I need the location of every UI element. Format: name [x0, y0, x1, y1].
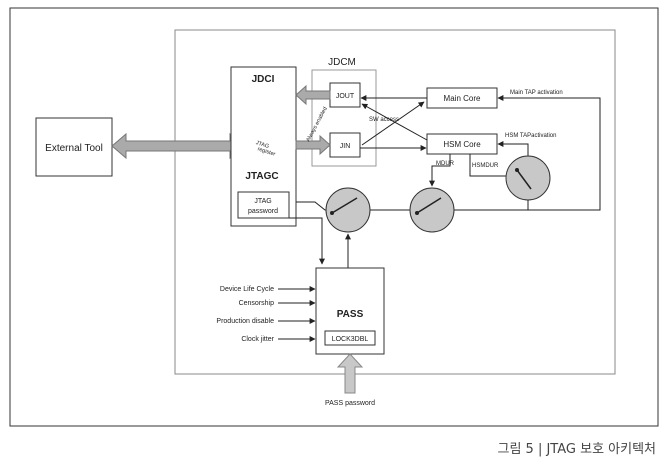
pass-password-arrow	[336, 353, 364, 394]
external-tool-label: External Tool	[45, 143, 103, 154]
main-core-label: Main Core	[444, 94, 481, 103]
jin-to-main-core	[361, 101, 425, 146]
jdci-to-jin-arrow	[295, 134, 331, 156]
hsm-tap-activation-label: HSM TAPactivation	[505, 133, 556, 139]
sw-access-label: SW access	[369, 117, 399, 123]
lock3dbl-label: LOCK3DBL	[332, 336, 369, 343]
main-core-block: Main Core	[426, 87, 498, 109]
switch-3	[505, 155, 551, 201]
external-tool-block: External Tool	[35, 117, 113, 177]
jtag-password-to-pass	[289, 217, 325, 265]
hsm-core-block: HSM Core	[426, 133, 498, 155]
jtag-register-line2: register	[257, 146, 276, 157]
jout-label: JOUT	[336, 93, 355, 100]
switch-2	[409, 187, 455, 233]
mdur-line	[429, 154, 451, 187]
jout-box	[329, 82, 361, 108]
pass-label: PASS	[337, 309, 364, 320]
jtag-register-line1: JTAG	[255, 140, 270, 150]
chip-boundary	[174, 29, 616, 375]
jtag-password-line1: JTAG	[254, 198, 271, 205]
pass-password-label: PASS password	[325, 400, 375, 407]
hsm-core-label: HSM Core	[443, 140, 481, 149]
pass-block: PASS LOCK3DBL	[315, 267, 385, 355]
clock-jitter-label: Clock jitter	[241, 336, 274, 343]
jtag-password-line2: password	[248, 208, 278, 215]
mdur-label: MDUR	[436, 161, 455, 167]
main-tap-activation-line	[497, 95, 601, 208]
production-disable-label: Production disable	[216, 318, 274, 325]
device-life-cycle-label: Device Life Cycle	[220, 286, 274, 293]
jdcm-label: JDCM	[328, 57, 356, 68]
jdci-label: JDCI	[252, 74, 275, 85]
figure-caption: 그림 5 | JTAG 보호 아키텍처	[497, 442, 657, 457]
jdcm-block: JDCM JOUT JIN	[311, 57, 377, 167]
hsmdur-label: HSMDUR	[472, 163, 499, 169]
censorship-label: Censorship	[239, 300, 275, 307]
jtagc-label: JTAGC	[245, 171, 278, 182]
external-link-arrow	[111, 132, 245, 160]
jtag-password-box	[237, 191, 290, 219]
pass-inputs: Device Life Cycle Censorship Production …	[216, 286, 316, 343]
hsmdur-line	[469, 154, 513, 179]
hsm-core-to-jout	[361, 103, 428, 141]
jtag-chain-line	[296, 201, 601, 211]
switch-1	[325, 187, 371, 233]
jin-label: JIN	[340, 143, 351, 150]
lock3dbl-box	[324, 330, 376, 346]
outer-frame	[9, 7, 659, 427]
jdci-jtagc-block: JDCI JTAGC JTAG password	[230, 66, 297, 227]
jout-to-jdci-arrow	[295, 84, 331, 106]
main-tap-activation-label: Main TAP activation	[510, 90, 563, 96]
hsm-tap-activation-line	[497, 141, 529, 158]
